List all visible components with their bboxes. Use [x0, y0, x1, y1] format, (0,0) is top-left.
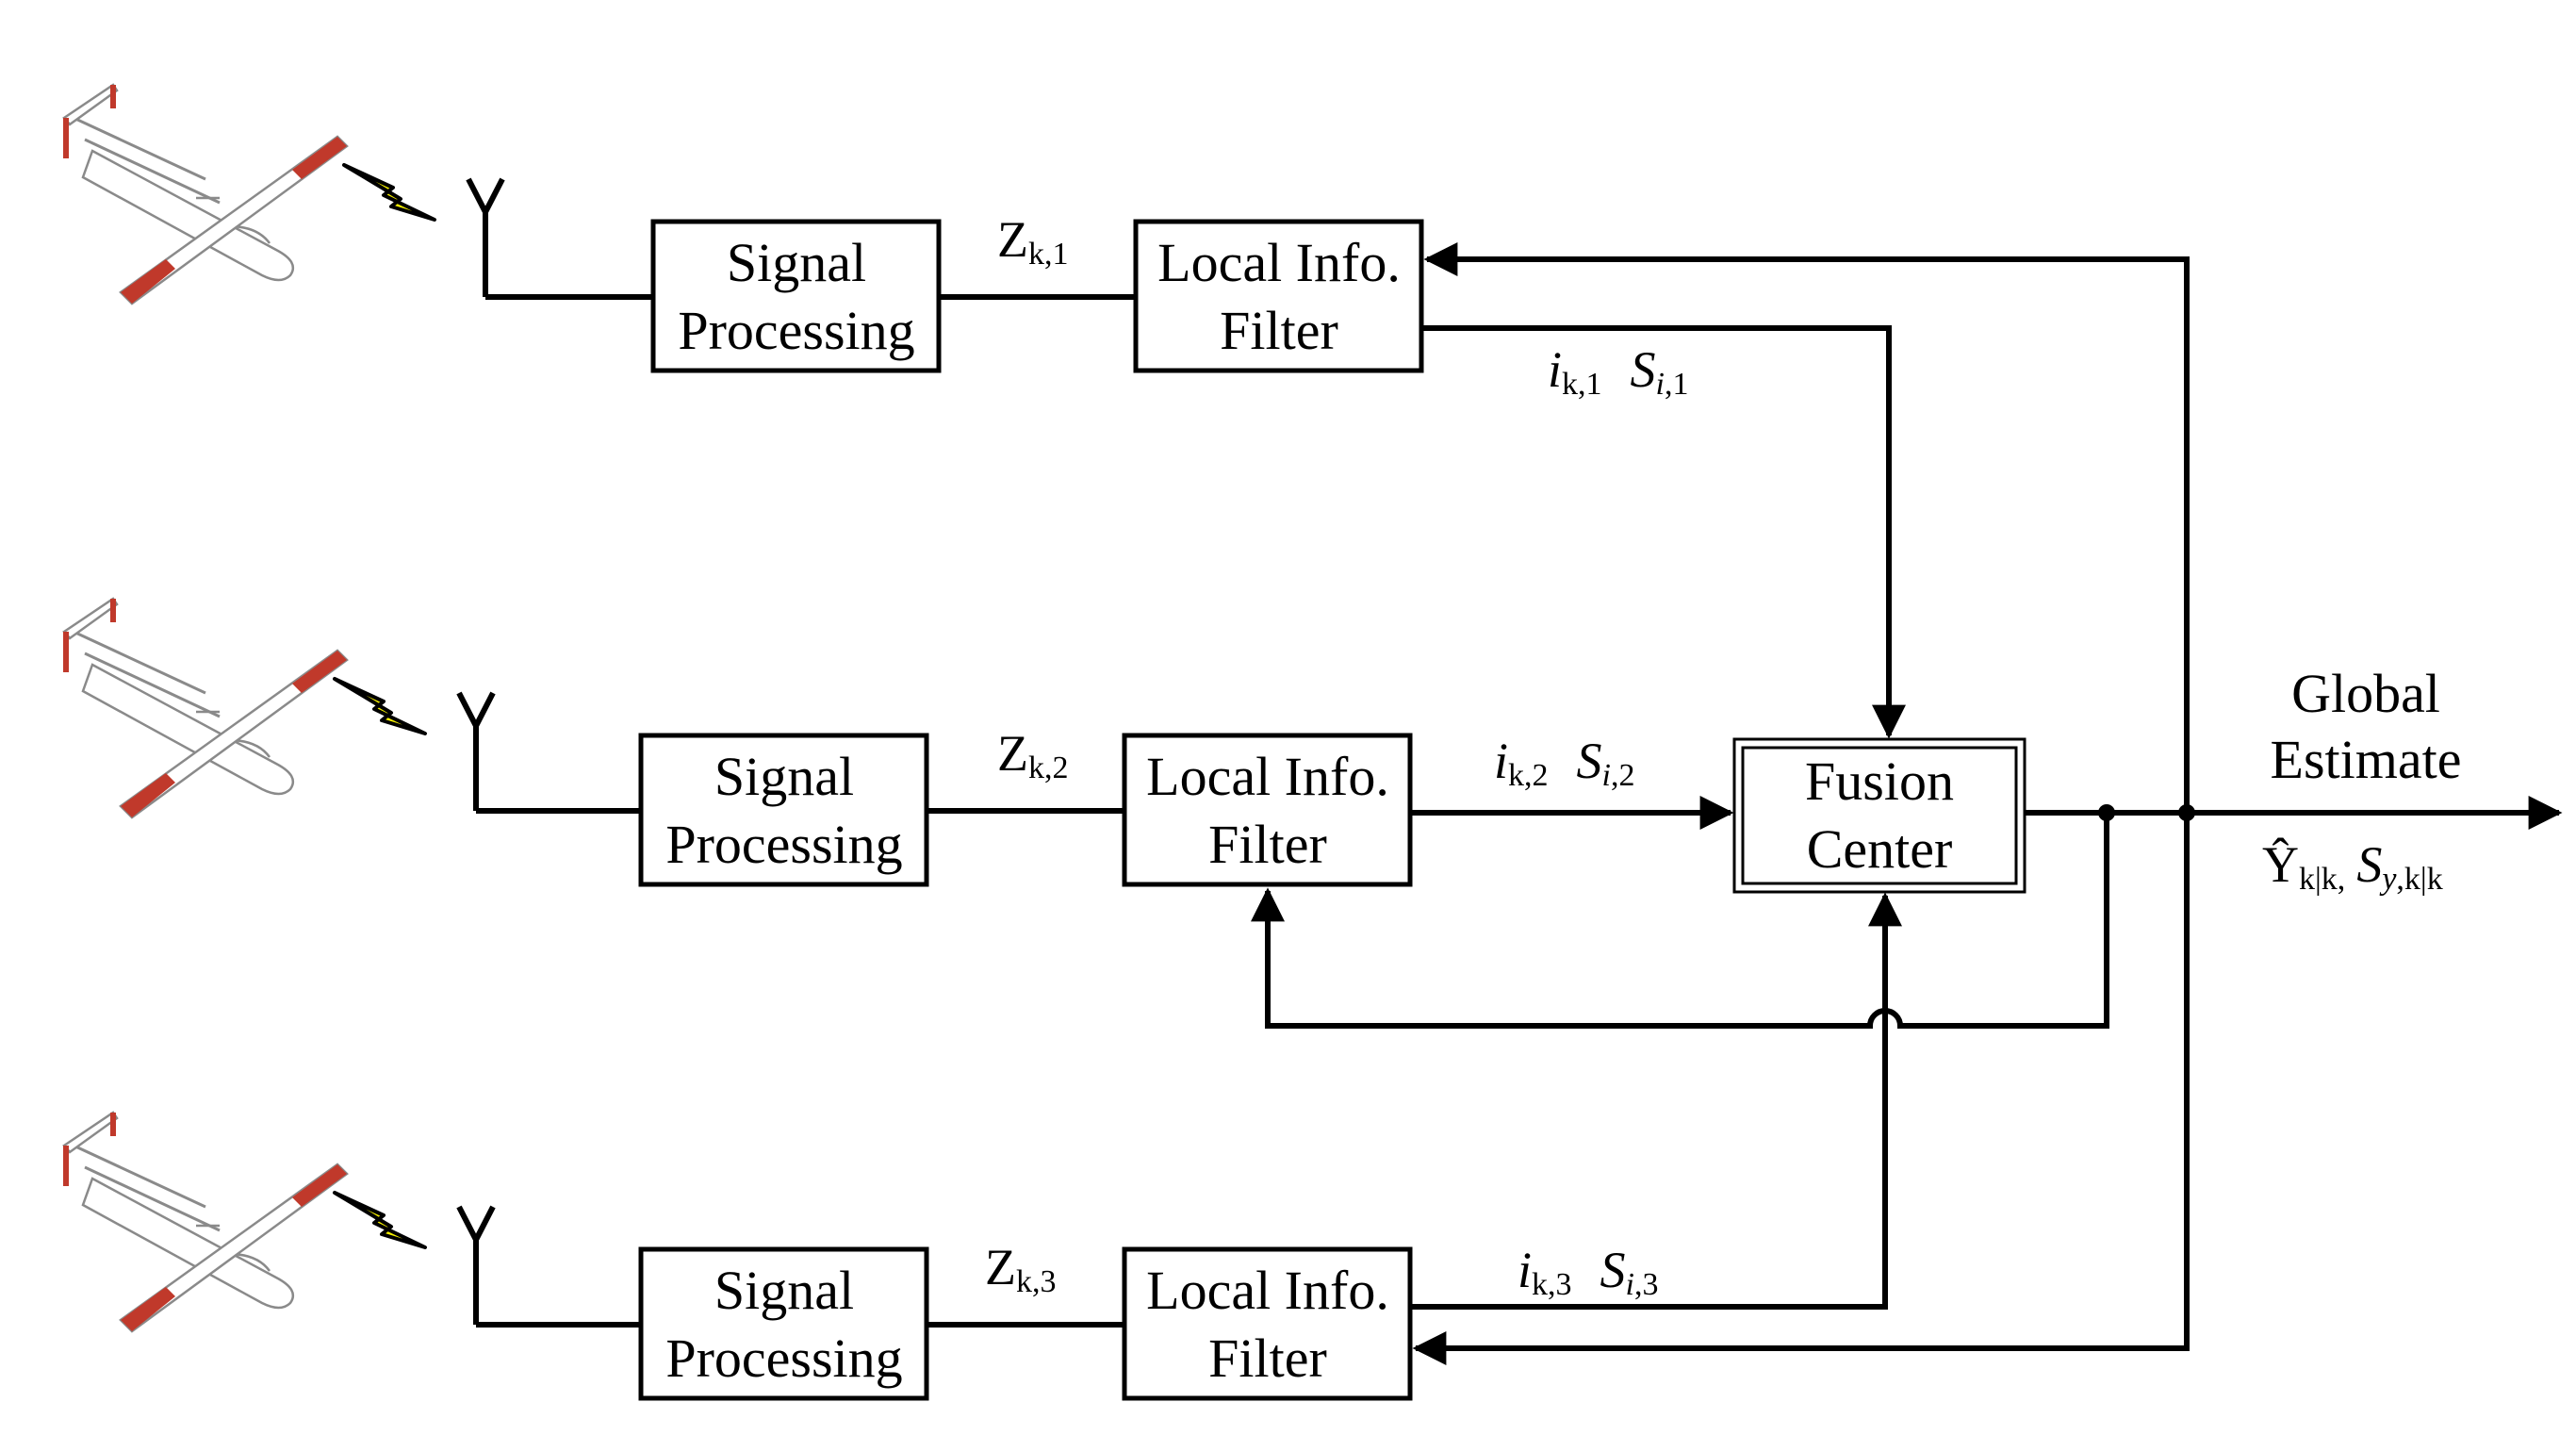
svg-text:Filter: Filter [1220, 300, 1338, 361]
svg-text:Processing: Processing [665, 1328, 902, 1389]
global-estimate-line1: Global [2291, 663, 2440, 724]
antenna-1-icon [466, 177, 505, 297]
lightning-2-icon [333, 677, 427, 735]
local-filter-3: Local Info. Filter [1122, 1246, 1413, 1401]
label-z3: Zk,3 [985, 1239, 1057, 1299]
svg-text:Processing: Processing [665, 814, 902, 875]
signal-processing-1: Signal Processing [650, 219, 942, 373]
junction-dot-2 [2178, 804, 2195, 821]
fusion-center: Fusion Center [1732, 737, 2026, 894]
uav-2-icon [64, 599, 347, 817]
lightning-1-icon [342, 163, 436, 222]
svg-text:Signal: Signal [714, 1260, 854, 1321]
global-estimate-line2: Estimate [2271, 729, 2462, 790]
label-z1: Zk,1 [997, 211, 1069, 272]
svg-text:Signal: Signal [714, 746, 854, 807]
svg-text:Local Info.: Local Info. [1157, 232, 1401, 293]
svg-text:Local Info.: Local Info. [1146, 746, 1389, 807]
signal-processing-2: Signal Processing [638, 733, 929, 887]
uav-3-icon [64, 1113, 347, 1331]
svg-text:Center: Center [1807, 818, 1953, 880]
local-filter-1: Local Info. Filter [1133, 219, 1424, 373]
antenna-3-icon [456, 1205, 496, 1325]
uav-1-icon [64, 85, 347, 304]
svg-text:Local Info.: Local Info. [1146, 1260, 1389, 1321]
local-filter-2: Local Info. Filter [1122, 733, 1413, 887]
global-estimate-symbols: Ŷk|k,Sy,k|k [2262, 836, 2443, 897]
svg-text:Processing: Processing [678, 300, 914, 361]
svg-text:Filter: Filter [1208, 814, 1327, 875]
label-z2: Zk,2 [997, 725, 1069, 785]
svg-text:Signal: Signal [727, 232, 866, 293]
svg-text:Filter: Filter [1208, 1328, 1327, 1389]
signal-processing-3: Signal Processing [638, 1246, 929, 1401]
lightning-3-icon [333, 1191, 427, 1249]
antenna-2-icon [456, 691, 496, 811]
junction-dot-1 [2098, 804, 2115, 821]
svg-text:Fusion: Fusion [1805, 750, 1954, 812]
